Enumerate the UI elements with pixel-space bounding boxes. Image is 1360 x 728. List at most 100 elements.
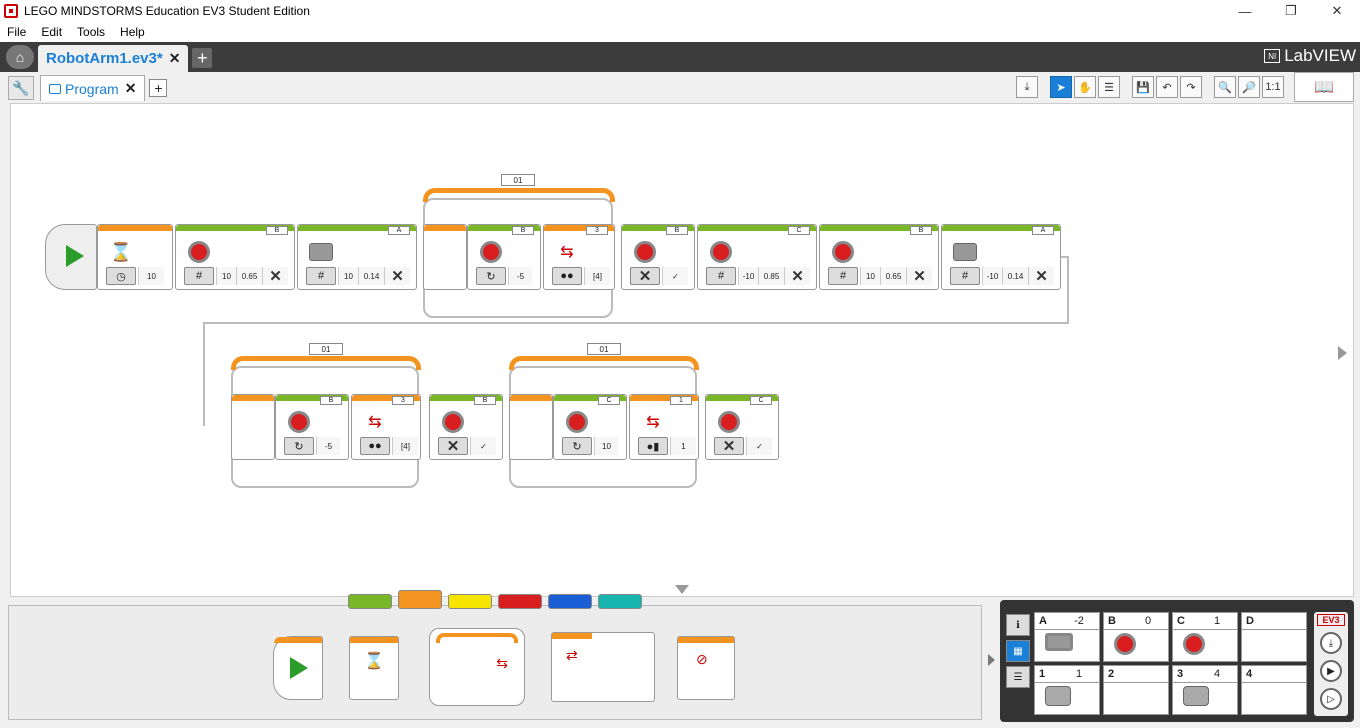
medium-motor-block[interactable]: C # -10 0.85 ✕ [697, 224, 817, 290]
port-cell-a[interactable]: A -2 [1034, 612, 1100, 662]
brake-check-icon[interactable]: ✓ [470, 437, 496, 455]
off-mode-icon[interactable]: ✕ [630, 267, 660, 285]
rotations-value[interactable]: 0.14 [358, 267, 384, 285]
port-label[interactable]: A [388, 226, 410, 235]
medium-motor-block[interactable]: B # 10 0.65 ✕ [819, 224, 939, 290]
wait-seconds[interactable]: 10 [138, 267, 164, 285]
save-button[interactable]: 💾 [1132, 76, 1154, 98]
close-button[interactable]: ✕ [1331, 3, 1343, 18]
zoom-reset-button[interactable]: 1:1 [1262, 76, 1284, 98]
pan-tool-button[interactable]: ✋ [1074, 76, 1096, 98]
brake-icon[interactable]: ✕ [384, 267, 410, 285]
rotations-value[interactable]: 0.65 [236, 267, 262, 285]
loop-name[interactable]: 01 [587, 343, 621, 355]
brake-icon[interactable]: ✕ [1028, 267, 1054, 285]
motor-stop-block[interactable]: C ✕ ✓ [705, 394, 779, 460]
palette-start-block[interactable] [273, 636, 323, 700]
port-label[interactable]: C [788, 226, 810, 235]
medium-motor-on-block[interactable]: B ↻ -5 [275, 394, 349, 460]
zoom-in-button[interactable]: 🔎 [1238, 76, 1260, 98]
start-block[interactable] [45, 224, 97, 290]
compare-value[interactable]: 1 [670, 437, 696, 455]
brake-icon[interactable]: ✕ [784, 267, 810, 285]
port-cell-1[interactable]: 1 1 [1034, 665, 1100, 715]
my-blocks-tab[interactable] [598, 594, 642, 609]
power-value[interactable]: -5 [508, 267, 532, 285]
zoom-out-button[interactable]: 🔍 [1214, 76, 1236, 98]
port-view-tab[interactable]: ▦ [1006, 640, 1030, 662]
brake-icon[interactable]: ✕ [906, 267, 932, 285]
power-value[interactable]: -10 [738, 267, 758, 285]
collapse-hardware-icon[interactable] [988, 654, 995, 666]
add-program-button[interactable]: + [149, 79, 168, 97]
rotations-value[interactable]: 0.14 [1002, 267, 1028, 285]
loop-sensor-block[interactable]: 3 ⇆ ●● [4] [351, 394, 421, 460]
medium-motor-block[interactable]: B # 10 0.65 ✕ [175, 224, 295, 290]
port-label[interactable]: C [598, 396, 620, 405]
sensor-mode-icon[interactable]: ●● [552, 267, 582, 285]
mode-selector[interactable]: # [184, 267, 214, 285]
project-properties-tab[interactable]: 🔧 [8, 76, 34, 100]
project-tab[interactable]: RobotArm1.ev3* ✕ [38, 45, 189, 72]
mode-selector[interactable]: # [950, 267, 980, 285]
mode-selector[interactable]: # [306, 267, 336, 285]
palette-wait-block[interactable]: ⌛ [349, 636, 399, 700]
port-label[interactable]: C [750, 396, 772, 405]
rotations-value[interactable]: 0.85 [758, 267, 784, 285]
loop-name[interactable]: 01 [501, 174, 535, 186]
lobby-button[interactable]: ⌂ [6, 45, 34, 69]
compare-value[interactable]: [4] [584, 267, 610, 285]
port-label[interactable]: 1 [670, 396, 692, 405]
port-label[interactable]: B [910, 226, 932, 235]
on-mode-icon[interactable]: ↻ [284, 437, 314, 455]
available-bricks-tab[interactable]: ☰ [1006, 666, 1030, 688]
port-cell-4[interactable]: 4 [1241, 665, 1307, 715]
port-cell-d[interactable]: D [1241, 612, 1307, 662]
mode-selector[interactable]: # [706, 267, 736, 285]
program-canvas[interactable]: ⌛ ◷ 10 B # 10 0.65 ✕ A # 10 0.14 ✕ 01 B … [10, 103, 1354, 597]
port-label[interactable]: B [474, 396, 496, 405]
loop-sensor-block[interactable]: 1 ⇆ ●▮ 1 [629, 394, 699, 460]
timer-mode-icon[interactable]: ◷ [106, 267, 136, 285]
redo-button[interactable]: ↷ [1180, 76, 1202, 98]
sensor-mode-icon[interactable]: ●● [360, 437, 390, 455]
rotations-value[interactable]: 0.65 [880, 267, 906, 285]
medium-motor-on-block[interactable]: C ↻ 10 [553, 394, 627, 460]
run-selected-button[interactable]: ▷ [1320, 688, 1342, 710]
port-cell-2[interactable]: 2 [1103, 665, 1169, 715]
port-cell-3[interactable]: 3 4 [1172, 665, 1238, 715]
sensor-mode-icon[interactable]: ●▮ [638, 437, 668, 455]
flow-control-tab[interactable] [398, 590, 442, 609]
download-and-run-button[interactable]: ▶ [1320, 660, 1342, 682]
collapse-palette-icon[interactable] [675, 585, 689, 594]
menu-tools[interactable]: Tools [77, 25, 106, 39]
sensor-tab[interactable] [448, 594, 492, 609]
menu-edit[interactable]: Edit [41, 25, 63, 39]
add-project-button[interactable]: + [192, 48, 213, 68]
mode-selector[interactable]: # [828, 267, 858, 285]
on-mode-icon[interactable]: ↻ [562, 437, 592, 455]
comment-tool-button[interactable]: ☰ [1098, 76, 1120, 98]
large-motor-block[interactable]: A # 10 0.14 ✕ [297, 224, 417, 290]
power-value[interactable]: 10 [216, 267, 236, 285]
menu-file[interactable]: File [7, 25, 27, 39]
palette-loop-interrupt-block[interactable]: ⊘ [677, 636, 735, 700]
palette-switch-block[interactable]: ⇄ [551, 632, 655, 702]
power-value[interactable]: 10 [594, 437, 618, 455]
off-mode-icon[interactable]: ✕ [438, 437, 468, 455]
port-label[interactable]: 3 [586, 226, 608, 235]
undo-button[interactable]: ↶ [1156, 76, 1178, 98]
loop-name[interactable]: 01 [309, 343, 343, 355]
port-cell-c[interactable]: C 1 [1172, 612, 1238, 662]
brake-check-icon[interactable]: ✓ [662, 267, 688, 285]
port-label[interactable]: B [320, 396, 342, 405]
port-cell-b[interactable]: B 0 [1103, 612, 1169, 662]
motor-stop-block[interactable]: B ✕ ✓ [429, 394, 503, 460]
minimize-button[interactable]: — [1238, 3, 1252, 19]
loop-sensor-block[interactable]: 3 ⇆ ●● [4] [543, 224, 615, 290]
brake-icon[interactable]: ✕ [262, 267, 288, 285]
maximize-button[interactable]: ❐ [1285, 3, 1297, 18]
select-tool-button[interactable]: ➤ [1050, 76, 1072, 98]
port-label[interactable]: 3 [392, 396, 414, 405]
menu-help[interactable]: Help [120, 25, 145, 39]
